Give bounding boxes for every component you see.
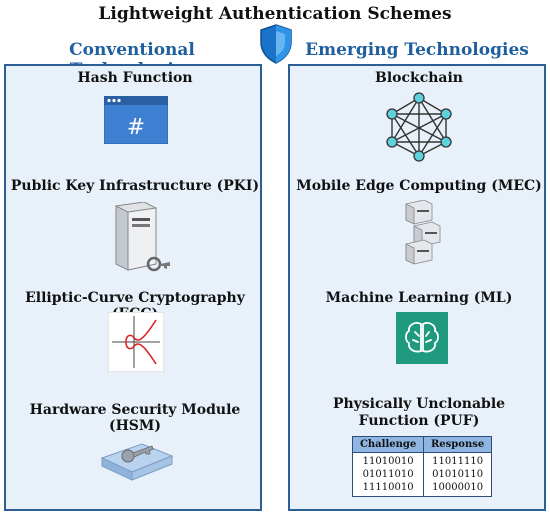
response-value: 01010110 — [432, 469, 484, 480]
emerging-heading: Emerging Technologies — [305, 40, 529, 60]
response-header: Response — [423, 436, 492, 453]
hsm-label: Hardware Security Module (HSM) — [29, 402, 241, 434]
diagram-title: Lightweight Authentication Schemes — [98, 4, 452, 24]
challenge-value: 01011010 — [362, 469, 414, 480]
puf-label: Physically Unclonable Function (PUF) — [290, 396, 548, 430]
hardware-key-icon — [100, 443, 174, 481]
puf-table: Challenge Response 11010010 01011010 111… — [351, 436, 492, 497]
hash-window-icon: # — [104, 96, 168, 144]
response-value: 11011110 — [432, 456, 484, 467]
challenge-value: 11110010 — [362, 482, 414, 493]
blockchain-label: Blockchain — [375, 70, 463, 86]
hash-function-label: Hash Function — [77, 70, 193, 86]
network-mesh-icon — [386, 92, 452, 162]
response-cell: 11011110 01010110 10000010 — [423, 452, 492, 497]
challenge-header: Challenge — [351, 436, 425, 453]
conventional-panel: Hash Function # Public Key Infrastructur… — [4, 64, 262, 511]
emerging-panel: Blockchain Mobile Edge Computing (MEC) — [288, 64, 546, 511]
challenge-cell: 11010010 01011010 11110010 — [351, 452, 425, 497]
challenge-value: 11010010 — [362, 456, 414, 467]
ml-label: Machine Learning (ML) — [325, 290, 513, 306]
server-stack-icon — [405, 200, 441, 265]
elliptic-curve-icon — [108, 312, 164, 372]
pki-label: Public Key Infrastructure (PKI) — [10, 178, 260, 194]
response-value: 10000010 — [432, 482, 484, 493]
shield-icon — [260, 24, 292, 64]
puf-label-line1: Physically Unclonable — [332, 396, 506, 412]
mec-label: Mobile Edge Computing (MEC) — [296, 178, 542, 194]
puf-label-line2: Function (PUF) — [358, 413, 480, 429]
server-key-icon — [115, 202, 170, 272]
brain-chip-icon — [396, 312, 448, 364]
svg-text:#: # — [127, 115, 145, 140]
